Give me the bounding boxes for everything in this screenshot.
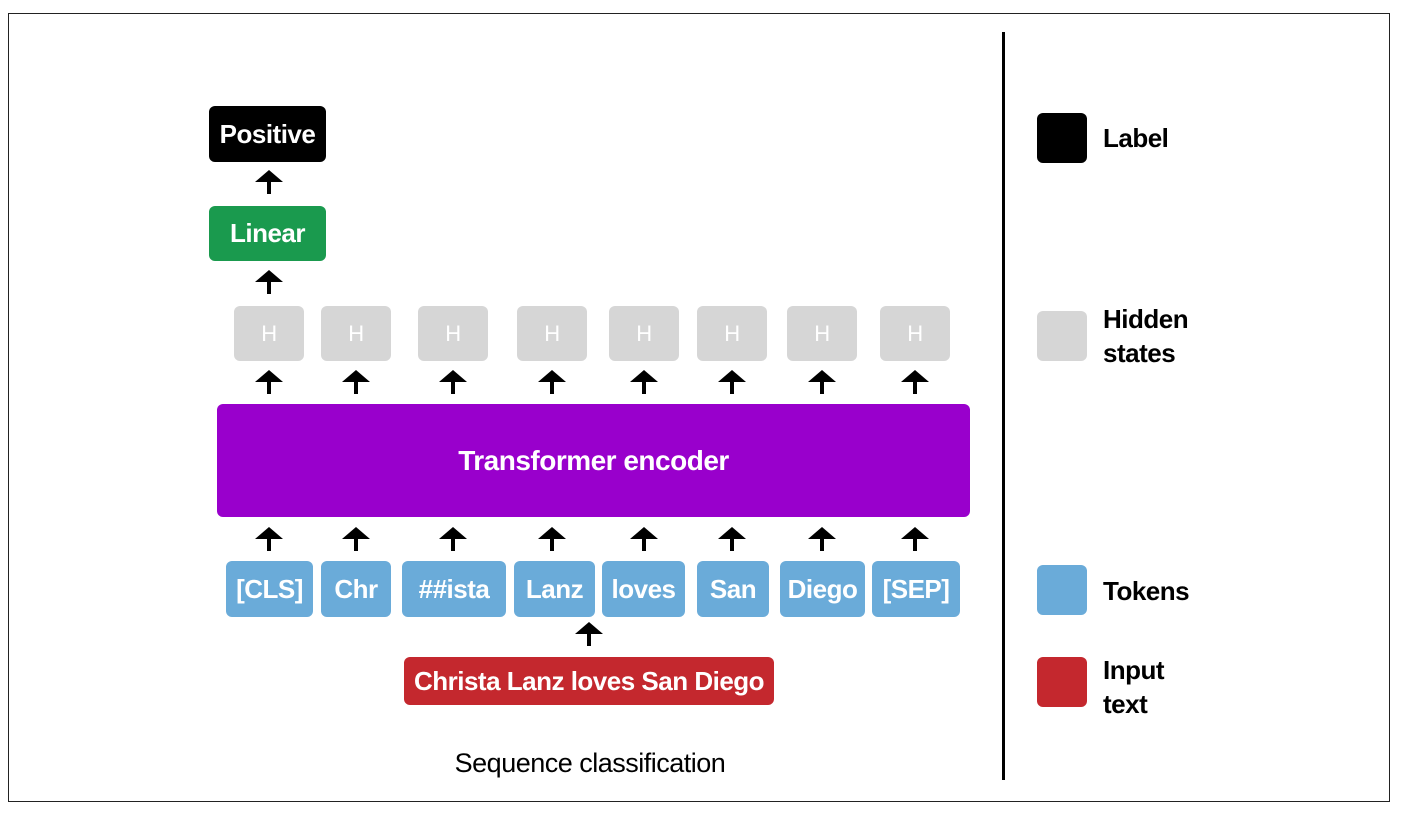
legend-divider — [1002, 32, 1005, 780]
transformer-encoder-text: Transformer encoder — [458, 444, 729, 476]
hidden-state-box: H — [321, 306, 391, 361]
hidden-state-text: H — [636, 320, 652, 346]
hidden-state-box: H — [787, 306, 857, 361]
arrow-up-icon — [255, 370, 283, 394]
hidden-state-box: H — [418, 306, 488, 361]
legend-input-swatch — [1037, 657, 1087, 707]
legend-input-text: Input text — [1103, 655, 1165, 719]
arrow-up-icon — [439, 527, 467, 551]
hidden-state-box: H — [234, 306, 304, 361]
arrow-up-icon — [901, 370, 929, 394]
token-box: Diego — [780, 561, 865, 617]
hidden-state-text: H — [445, 320, 461, 346]
token-box: Lanz — [514, 561, 595, 617]
arrow-up-icon — [718, 370, 746, 394]
hidden-state-text: H — [261, 320, 277, 346]
arrow-up-icon — [630, 527, 658, 551]
hidden-state-text: H — [724, 320, 740, 346]
output-label-box: Positive — [209, 106, 326, 162]
arrow-up-icon — [342, 527, 370, 551]
token-box: San — [697, 561, 769, 617]
legend-label-text: Label — [1103, 123, 1169, 153]
diagram-caption: Sequence classification — [454, 748, 726, 778]
hidden-state-box: H — [697, 306, 767, 361]
linear-layer-box: Linear — [209, 206, 326, 261]
hidden-state-text: H — [544, 320, 560, 346]
linear-layer-text: Linear — [229, 218, 306, 248]
arrow-up-icon — [901, 527, 929, 551]
token-box: [CLS] — [226, 561, 313, 617]
hidden-state-box: H — [880, 306, 950, 361]
legend-label-swatch — [1037, 113, 1087, 163]
token-text: Diego — [787, 573, 858, 604]
arrow-up-icon — [439, 370, 467, 394]
arrow-up-icon — [342, 370, 370, 394]
arrow-up-icon — [255, 527, 283, 551]
diagram-frame — [8, 13, 1390, 802]
input-text: Christa Lanz loves San Diego — [413, 665, 765, 696]
token-text: San — [709, 573, 757, 604]
token-text: Lanz — [525, 573, 584, 604]
output-label-text: Positive — [219, 118, 316, 149]
legend-hidden-text: Hidden states — [1103, 304, 1189, 368]
arrow-up-icon — [630, 370, 658, 394]
hidden-state-box: H — [517, 306, 587, 361]
arrow-up-icon — [538, 527, 566, 551]
arrow-up-icon — [255, 170, 283, 194]
input-text-box: Christa Lanz loves San Diego — [404, 657, 774, 705]
arrow-up-icon — [538, 370, 566, 394]
token-text: Chr — [334, 573, 378, 604]
hidden-state-text: H — [907, 320, 923, 346]
token-box: [SEP] — [872, 561, 960, 617]
hidden-state-text: H — [814, 320, 830, 346]
hidden-state-text: H — [348, 320, 364, 346]
token-text: [CLS] — [236, 573, 303, 604]
arrow-up-icon — [808, 527, 836, 551]
arrow-up-icon — [808, 370, 836, 394]
token-box: ##ista — [402, 561, 506, 617]
token-text: [SEP] — [882, 573, 950, 604]
token-box: loves — [602, 561, 685, 617]
transformer-encoder-box: Transformer encoder — [217, 404, 970, 517]
legend-tokens-swatch — [1037, 565, 1087, 615]
token-box: Chr — [321, 561, 391, 617]
legend-hidden-swatch — [1037, 311, 1087, 361]
token-text: ##ista — [418, 573, 490, 604]
legend-tokens-text: Tokens — [1103, 576, 1190, 606]
arrow-up-icon — [575, 622, 603, 646]
arrow-up-icon — [718, 527, 746, 551]
token-text: loves — [611, 573, 677, 604]
arrow-up-icon — [255, 270, 283, 294]
hidden-state-box: H — [609, 306, 679, 361]
